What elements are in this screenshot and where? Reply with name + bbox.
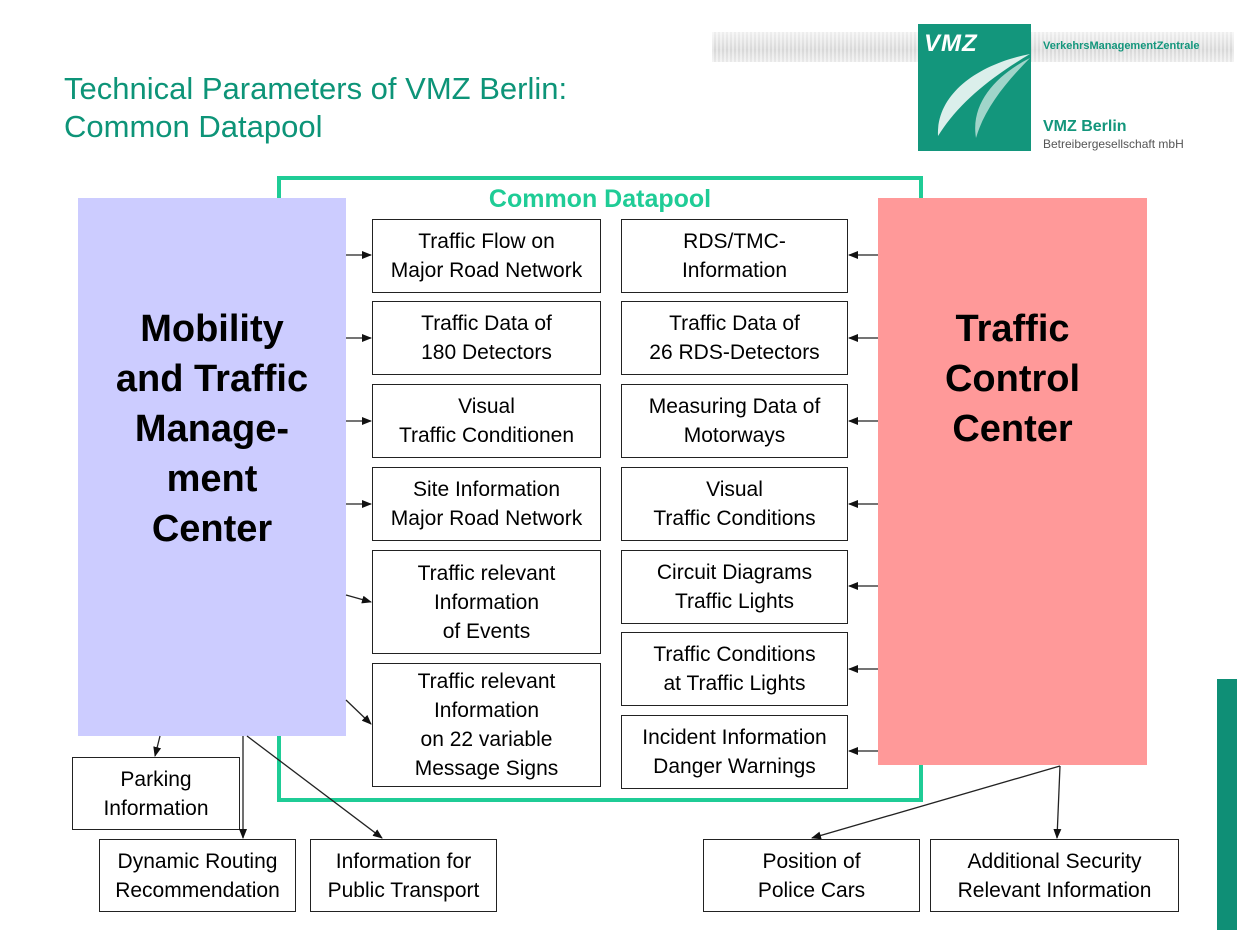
traffic-control-center: Traffic Control Center	[878, 198, 1147, 765]
output-public-transport: Information for Public Transport	[310, 839, 497, 912]
title-line-1: Technical Parameters of VMZ Berlin:	[64, 71, 568, 106]
datapool-item: Incident Information Danger Warnings	[621, 715, 848, 789]
logo-mark: VMZ	[924, 30, 978, 57]
arrow	[1053, 765, 1062, 839]
datapool-item: Traffic Conditions at Traffic Lights	[621, 632, 848, 706]
output-parking-information: Parking Information	[72, 757, 240, 830]
datapool-item: Traffic relevant Information of Events	[372, 550, 601, 654]
vmz-logo: VMZ	[918, 24, 1031, 151]
logo-tagline: VerkehrsManagementZentrale	[1043, 40, 1200, 52]
tcc-label: Traffic Control Center	[944, 308, 1081, 450]
output-security-information: Additional Security Relevant Information	[930, 839, 1179, 912]
datapool-item: Traffic Flow on Major Road Network	[372, 219, 601, 293]
accent-bar	[1217, 679, 1237, 930]
output-dynamic-routing: Dynamic Routing Recommendation	[99, 839, 296, 912]
arrow	[345, 594, 372, 604]
arrow	[246, 735, 383, 839]
page-title: Technical Parameters of VMZ Berlin: Comm…	[64, 70, 567, 146]
datapool-item: Circuit Diagrams Traffic Lights	[621, 550, 848, 624]
title-line-2: Common Datapool	[64, 109, 323, 144]
logo-name: VMZ Berlin	[1043, 118, 1127, 135]
arrow	[811, 765, 1061, 840]
mtmc-label: Mobility and Traffic Manage- ment Center	[115, 308, 309, 550]
datapool-item: Measuring Data of Motorways	[621, 384, 848, 458]
datapool-item: Traffic Data of 26 RDS-Detectors	[621, 301, 848, 375]
arrow	[345, 699, 372, 725]
arrow	[153, 735, 162, 757]
datapool-label: Common Datapool	[488, 185, 712, 213]
datapool-item: Visual Traffic Conditionen	[372, 384, 601, 458]
datapool-item: Visual Traffic Conditions	[621, 467, 848, 541]
road-swoosh-icon	[937, 54, 1030, 138]
datapool-item: Traffic Data of 180 Detectors	[372, 301, 601, 375]
datapool-item: RDS/TMC- Information	[621, 219, 848, 293]
mobility-traffic-management-center: Mobility and Traffic Manage- ment Center	[78, 198, 346, 736]
datapool-item: Traffic relevant Information on 22 varia…	[372, 663, 601, 787]
output-police-cars: Position of Police Cars	[703, 839, 920, 912]
logo-subtitle: Betreibergesellschaft mbH	[1043, 137, 1184, 151]
datapool-item: Site Information Major Road Network	[372, 467, 601, 541]
